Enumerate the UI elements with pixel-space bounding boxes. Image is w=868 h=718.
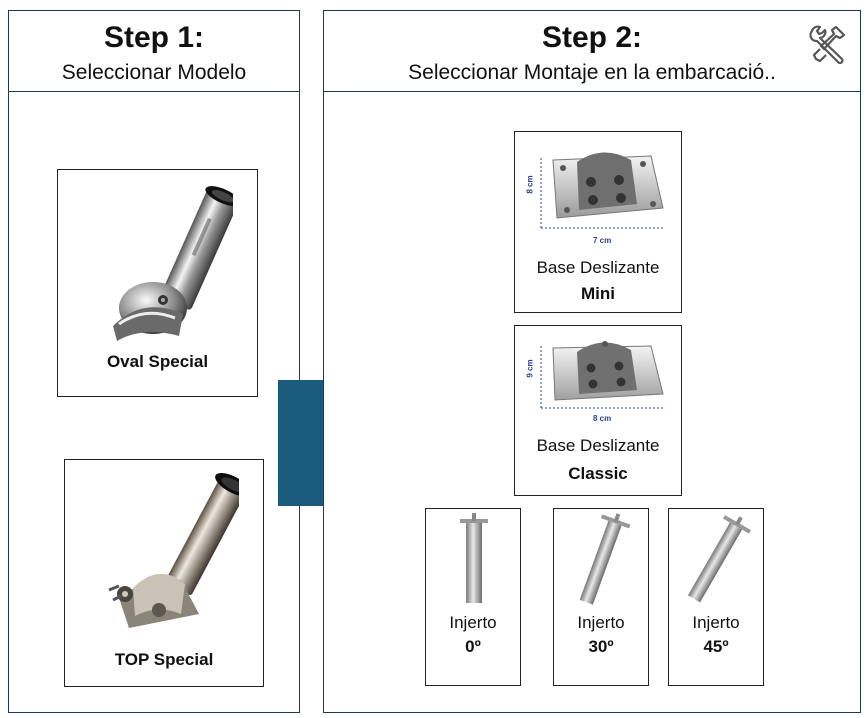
step2-panel: Step 2: Seleccionar Montaje en la embarc… — [323, 10, 861, 713]
wrench-screwdriver-icon[interactable] — [806, 21, 850, 65]
model-card-oval-special[interactable]: Oval Special — [57, 169, 258, 397]
base-classic-width-dim: 8 cm — [593, 414, 612, 423]
injerto-0-image — [460, 513, 488, 603]
injerto-45-name: Injerto — [692, 613, 740, 632]
injerto-30-image — [579, 513, 631, 605]
injerto-45-angle: 45º — [703, 637, 729, 656]
injerto-30-angle: 30º — [588, 637, 614, 656]
model-card-top-special[interactable]: TOP Special — [64, 459, 264, 687]
base-classic-height-dim: 9 cm — [525, 359, 535, 378]
base-card-mini[interactable]: 8 cm 7 cm Base Deslizante Mini — [514, 131, 682, 313]
step2-header: Step 2: Seleccionar Montaje en la embarc… — [324, 11, 860, 92]
base-card-classic[interactable]: 9 cm 8 cm Base Deslizante Classic — [514, 325, 682, 496]
injerto-card-30[interactable]: Injerto 30º — [553, 508, 649, 686]
step2-subtitle: Seleccionar Montaje en la embarcació.. — [408, 61, 776, 84]
injerto-30-name: Injerto — [577, 613, 625, 632]
injerto-card-45[interactable]: Injerto 45º — [668, 508, 764, 686]
injerto-45-image — [687, 515, 751, 603]
step1-panel: Step 1: Seleccionar Modelo — [8, 10, 300, 713]
injerto-0-name: Injerto — [449, 613, 497, 632]
step1-subtitle: Seleccionar Modelo — [61, 61, 247, 84]
base-mini-variant: Mini — [581, 284, 615, 303]
injerto-card-0[interactable]: Injerto 0º — [425, 508, 521, 686]
base-classic-variant: Classic — [568, 464, 628, 483]
base-classic-name: Base Deslizante — [536, 436, 660, 455]
oval-special-rod-holder-image — [113, 186, 233, 341]
base-classic-image — [540, 341, 664, 409]
step1-title: Step 1: — [103, 21, 205, 54]
base-mini-height-dim: 8 cm — [525, 175, 535, 194]
step1-header: Step 1: Seleccionar Modelo — [9, 11, 299, 92]
step2-title: Step 2: — [541, 21, 643, 54]
top-special-rod-holder-image — [108, 473, 239, 628]
base-mini-name: Base Deslizante — [536, 258, 660, 277]
injerto-0-angle: 0º — [465, 637, 481, 656]
base-mini-image — [540, 152, 664, 229]
base-mini-width-dim: 7 cm — [593, 236, 612, 245]
model-label-oval-special: Oval Special — [106, 352, 209, 371]
model-label-top-special: TOP Special — [114, 650, 214, 669]
